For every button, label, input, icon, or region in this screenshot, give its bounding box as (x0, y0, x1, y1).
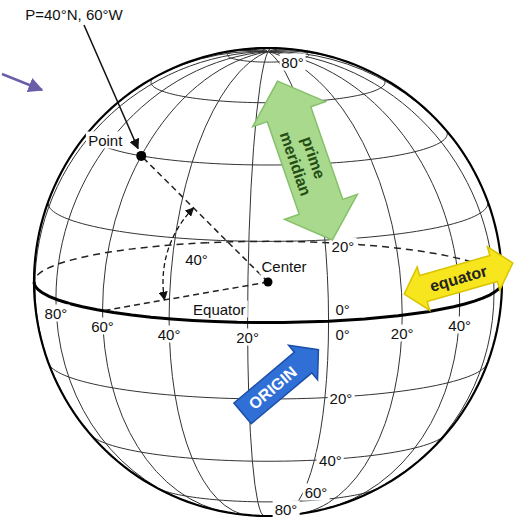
degree-label: 0° (333, 326, 351, 343)
degree-label: 0° (333, 301, 351, 318)
degree-label: 80° (273, 501, 300, 518)
degree-label: 60° (303, 484, 330, 501)
degree-label: Point (86, 131, 124, 148)
degree-label: 40° (183, 251, 210, 268)
center-dot (264, 278, 273, 287)
degree-label: 40° (156, 325, 183, 342)
arrow-outline (228, 333, 333, 431)
degree-label: 40° (446, 317, 473, 334)
degree-label: 60° (89, 317, 116, 334)
graticule (34, 48, 502, 516)
radius-line (141, 156, 268, 282)
degree-label: 20° (389, 325, 416, 342)
degree-label: Equator (191, 300, 248, 317)
degree-label: 80° (279, 53, 306, 70)
point-dot (136, 151, 146, 161)
degree-label: 40° (317, 452, 344, 469)
degree-label: 20° (234, 329, 261, 346)
degree-label: 20° (328, 389, 355, 406)
arrow-outline (397, 241, 518, 315)
pointer-arrow (2, 74, 42, 90)
globe-outline (34, 48, 502, 516)
degree-label: 80° (43, 305, 70, 322)
degree-label: 20° (330, 238, 357, 255)
equator-back (34, 243, 207, 282)
arrow-outline (241, 68, 369, 252)
leader-arrow (84, 25, 138, 149)
degree-label: Center (259, 258, 308, 275)
degree-label: P=40°N, 60°W (23, 6, 124, 23)
globe-face (34, 48, 502, 516)
